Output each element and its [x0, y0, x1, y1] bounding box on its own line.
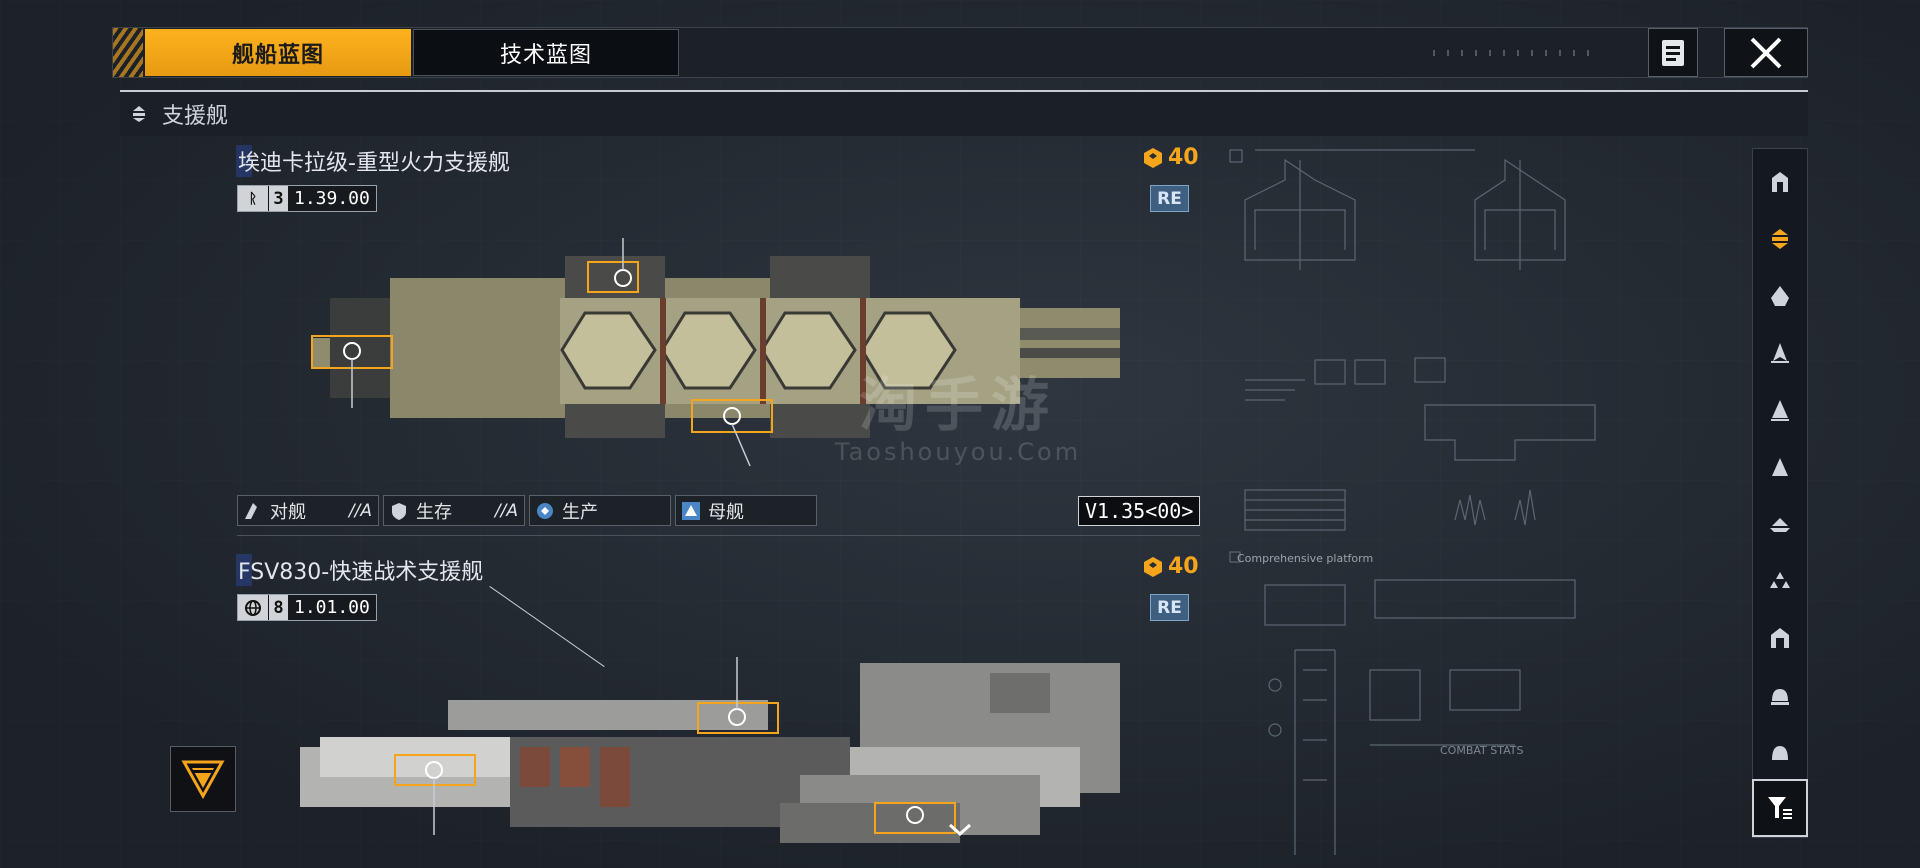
ship-name[interactable]: 埃迪卡拉级-重型火力支援舰	[236, 145, 510, 177]
ship-cost-value: 40	[1168, 554, 1199, 579]
document-icon	[1662, 39, 1684, 66]
carrier-icon	[1770, 517, 1790, 532]
sidebar-item-battleship[interactable]	[1753, 438, 1807, 495]
sidebar-item-battlecruiser[interactable]	[1753, 381, 1807, 438]
tab-tech-blueprint[interactable]: 技术蓝图	[413, 29, 679, 76]
stat-survival[interactable]: 生存 //A	[383, 495, 525, 526]
re-badge[interactable]: RE	[1150, 185, 1189, 212]
cruiser-icon	[1771, 342, 1789, 363]
sidebar-item-destroyer[interactable]	[1753, 267, 1807, 324]
aux-ship-icon	[1770, 571, 1790, 588]
ship-tier: 3	[268, 186, 288, 211]
scroll-down-icon[interactable]	[948, 815, 972, 843]
frigate-icon	[1772, 171, 1788, 192]
sidebar-item-dome[interactable]	[1753, 666, 1807, 723]
top-bar-ticks	[1433, 50, 1593, 56]
category-bar: 支援舰	[120, 90, 1808, 136]
stat-carrier[interactable]: 母舰	[675, 495, 817, 526]
ship-code-badge: 8 1.01.00	[237, 594, 377, 621]
ship-cost-value: 40	[1168, 145, 1199, 170]
sidebar-item-capital[interactable]	[1753, 723, 1807, 780]
anti-ship-icon	[242, 500, 264, 522]
production-icon	[534, 500, 556, 522]
sidebar-item-support[interactable]	[1753, 210, 1807, 267]
ship-code-version: 1.01.00	[288, 595, 376, 620]
ship-stats-row: 对舰 //A 生存 //A 生产 母舰	[237, 495, 817, 526]
top-bar: 舰船蓝图 技术蓝图	[112, 27, 1808, 78]
ship-divider	[237, 535, 1200, 536]
ship-model-fsv830[interactable]	[300, 655, 1120, 855]
close-button[interactable]	[1724, 28, 1808, 77]
ship-model-edicara[interactable]	[300, 238, 1120, 468]
blueprint-label-combat: COMBAT STATS	[1440, 744, 1524, 757]
stat-grade: //A	[348, 500, 372, 521]
sidebar-item-carrier[interactable]	[1753, 495, 1807, 552]
battleship-icon	[1772, 457, 1788, 476]
stat-grade: //A	[494, 500, 518, 521]
category-label: 支援舰	[162, 104, 229, 129]
re-badge[interactable]: RE	[1150, 594, 1189, 621]
top-accent-stripes	[113, 28, 143, 77]
stat-label: 对舰	[270, 501, 306, 523]
cost-hex-icon	[1144, 556, 1162, 577]
notes-button[interactable]	[1648, 28, 1698, 77]
sidebar-item-cruiser[interactable]	[1753, 324, 1807, 381]
ship-cost: 40	[1142, 554, 1199, 579]
ship-cost: 40	[1142, 145, 1199, 170]
sidebar-item-frigate[interactable]	[1753, 153, 1807, 210]
ship-code-badge: ᚱ 3 1.39.00	[237, 185, 377, 212]
support-ship-icon	[1772, 228, 1788, 249]
ship-name[interactable]: FSV830-快速战术支援舰	[236, 554, 483, 586]
sidebar-item-aux[interactable]	[1753, 552, 1807, 609]
stat-label: 生存	[416, 501, 452, 523]
sidebar-item-hangar[interactable]	[1753, 609, 1807, 666]
blueprint-label-comprehensive: Comprehensive platform	[1237, 552, 1374, 565]
close-icon	[1750, 37, 1782, 68]
dome-icon	[1771, 688, 1789, 705]
filter-button[interactable]	[1752, 779, 1808, 837]
globe-icon	[238, 595, 268, 620]
hangar-icon	[1771, 627, 1789, 648]
ship-version-tag: V1.35<00>	[1078, 496, 1201, 526]
ship-code-version: 1.39.00	[288, 186, 376, 211]
ship-class-sidebar	[1752, 148, 1808, 838]
stat-anti-ship[interactable]: 对舰 //A	[237, 495, 379, 526]
tab-ship-blueprint[interactable]: 舰船蓝图	[145, 29, 411, 76]
filter-icon	[1768, 797, 1792, 819]
rank-chevron-icon	[181, 760, 225, 800]
stat-production[interactable]: 生产	[529, 495, 671, 526]
cost-hex-icon	[1144, 147, 1162, 168]
survival-icon	[388, 500, 410, 522]
carrier-icon	[680, 500, 702, 522]
brand-logo-icon: ᚱ	[238, 186, 268, 211]
battlecruiser-icon	[1771, 399, 1789, 421]
destroyer-icon	[1771, 285, 1789, 306]
capital-ship-icon	[1772, 745, 1788, 760]
stat-label: 母舰	[708, 501, 744, 523]
blueprint-schematic-panel: Comprehensive platform COMBAT STATS	[1215, 140, 1635, 855]
rank-badge[interactable]	[170, 746, 236, 812]
support-ship-icon	[128, 103, 150, 125]
ship-tier: 8	[268, 595, 288, 620]
stat-label: 生产	[562, 501, 598, 523]
